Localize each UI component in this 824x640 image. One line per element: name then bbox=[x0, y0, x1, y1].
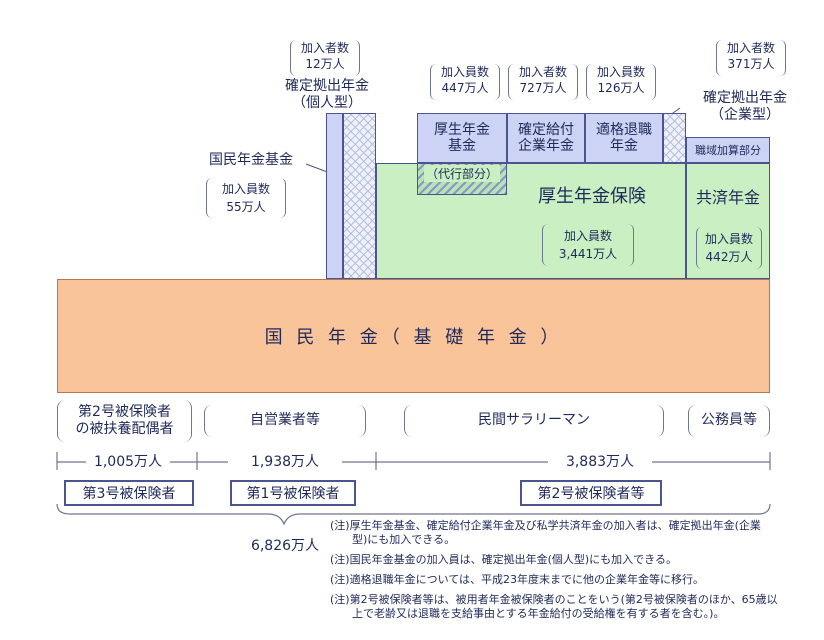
note-line: (注)国民年金基金の加入員は、確定拠出年金(個人型)にも加入できる。 bbox=[330, 553, 677, 566]
kosei-hoken-title: 厚生年金保険 bbox=[538, 186, 646, 207]
kosei-kikin-dairi: （代行部分） bbox=[417, 163, 507, 195]
kokumin-kikin-bar bbox=[326, 113, 343, 279]
note-line: (注)厚生年金基金、確定給付企業年金及び私学共済年金の加入者は、確定拠出年金(企… bbox=[330, 519, 761, 532]
group1-count: 1,938万人 bbox=[250, 454, 320, 470]
ideco-title: 確定拠出年金（個人型） bbox=[285, 78, 369, 111]
shokuiki-box: 職域加算部分 bbox=[686, 137, 770, 163]
group1-type: 第1号被保険者 bbox=[230, 480, 356, 506]
note-line: 上で老齢又は退職を支給事由とする年金給付の受給権を有する者を含む。)。 bbox=[330, 607, 725, 620]
tekikaku-box: 適格退職年金 bbox=[585, 113, 663, 163]
note-line: (注)適格退職年金については、平成23年度末までに他の企業年金等に移行。 bbox=[330, 573, 705, 586]
db-box: 確定給付企業年金 bbox=[507, 113, 585, 163]
kokumin-nenkin-box: 国 民 年 金（ 基 礎 年 金 ） bbox=[57, 279, 770, 393]
group3-desc: 第2号被保険者の被扶養配偶者 bbox=[57, 400, 192, 442]
kokumin-kikin-title: 国民年金基金 bbox=[209, 152, 293, 168]
group2b-desc: 公務員等 bbox=[688, 405, 770, 437]
note-line: 型)にも加入できる。 bbox=[330, 533, 456, 546]
group1-desc: 自営業者等 bbox=[204, 405, 366, 437]
total-count: 6,826万人 bbox=[250, 538, 320, 554]
dc-corp-title: 確定拠出年金（企業型） bbox=[703, 90, 787, 123]
group2-type: 第2号被保険者等 bbox=[520, 480, 662, 506]
group2a-desc: 民間サラリーマン bbox=[404, 405, 664, 437]
kosei-kikin-box: 厚生年金基金 bbox=[417, 113, 507, 163]
group2-count: 3,883万人 bbox=[565, 454, 635, 470]
kyosai-title: 共済年金 bbox=[695, 188, 760, 207]
ideco-bar bbox=[343, 113, 376, 279]
note-line: (注)第2号被保険者等は、被用者年金被保険者のことをいう(第2号被保険者のほか、… bbox=[330, 593, 778, 606]
group3-count: 1,005万人 bbox=[93, 454, 163, 470]
dc-corp-bar bbox=[663, 113, 686, 163]
kyosai-box bbox=[686, 163, 770, 279]
group3-type: 第3号被保険者 bbox=[64, 480, 194, 506]
